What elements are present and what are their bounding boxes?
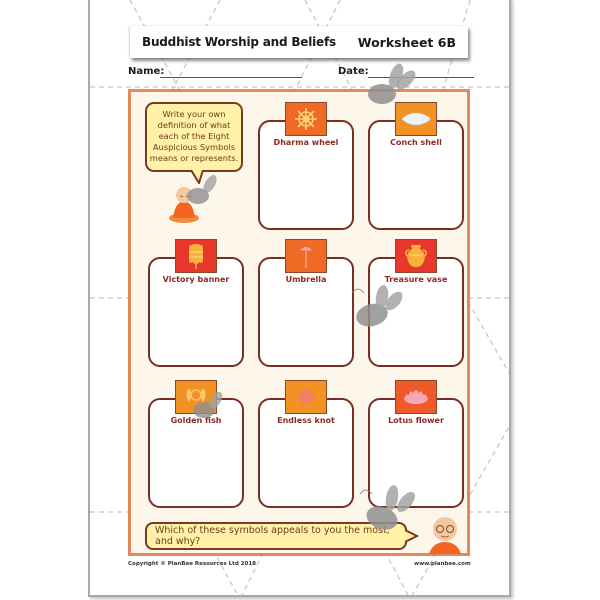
symbol-card-golden-fish[interactable]: Golden fish (148, 380, 244, 508)
umbrella-icon (285, 239, 327, 273)
instruction-text: Write your own definition of what each o… (149, 109, 239, 163)
meditating-monk-illustration (169, 187, 199, 223)
symbol-label: Endless knot (277, 416, 335, 425)
instruction-bubble: Write your own definition of what each o… (145, 102, 243, 172)
symbol-card-conch-shell[interactable]: Conch shell (368, 102, 464, 230)
victory-banner-icon (175, 239, 217, 273)
website-link[interactable]: www.planbee.com (414, 561, 471, 567)
name-date-row: Name: Date: (128, 66, 474, 80)
symbol-label: Umbrella (285, 275, 327, 284)
symbol-card-lotus-flower[interactable]: Lotus flower (368, 380, 464, 508)
symbol-card-treasure-vase[interactable]: Treasure vase (368, 239, 464, 367)
lotus-flower-icon (395, 380, 437, 414)
title-bar: Buddhist Worship and Beliefs Worksheet 6… (130, 26, 468, 58)
golden-fish-icon (175, 380, 217, 414)
symbol-card-victory-banner[interactable]: Victory banner (148, 239, 244, 367)
worksheet-number: Worksheet 6B (357, 34, 456, 50)
symbol-label: Victory banner (162, 275, 230, 284)
symbol-card-endless-knot[interactable]: Endless knot (258, 380, 354, 508)
question-bubble: Which of these symbols appeals to you th… (145, 522, 407, 550)
name-field[interactable] (160, 77, 302, 78)
name-label: Name: (128, 66, 165, 77)
dharma-wheel-icon (285, 102, 327, 136)
symbol-label: Lotus flower (388, 416, 444, 425)
monk-with-glasses-illustration (429, 517, 461, 554)
symbol-card-umbrella[interactable]: Umbrella (258, 239, 354, 367)
symbol-card-dharma-wheel[interactable]: Dharma wheel (258, 102, 354, 230)
date-field[interactable] (368, 77, 474, 78)
speech-tail (190, 170, 204, 184)
symbol-label: Conch shell (390, 138, 442, 147)
copyright-text: Copyright © PlanBee Resources Ltd 2018 (128, 561, 256, 567)
symbol-label: Treasure vase (384, 275, 448, 284)
endless-knot-icon (285, 380, 327, 414)
worksheet-page: Buddhist Worship and Beliefs Worksheet 6… (88, 0, 511, 597)
worksheet-title: Buddhist Worship and Beliefs (142, 35, 336, 49)
symbol-label: Golden fish (170, 416, 222, 425)
conch-shell-icon (395, 102, 437, 136)
treasure-vase-icon (395, 239, 437, 273)
question-text: Which of these symbols appeals to you th… (155, 525, 390, 547)
date-label: Date: (338, 66, 369, 77)
symbol-label: Dharma wheel (273, 138, 339, 147)
activity-frame: Write your own definition of what each o… (128, 89, 470, 556)
speech-tail (405, 529, 419, 543)
